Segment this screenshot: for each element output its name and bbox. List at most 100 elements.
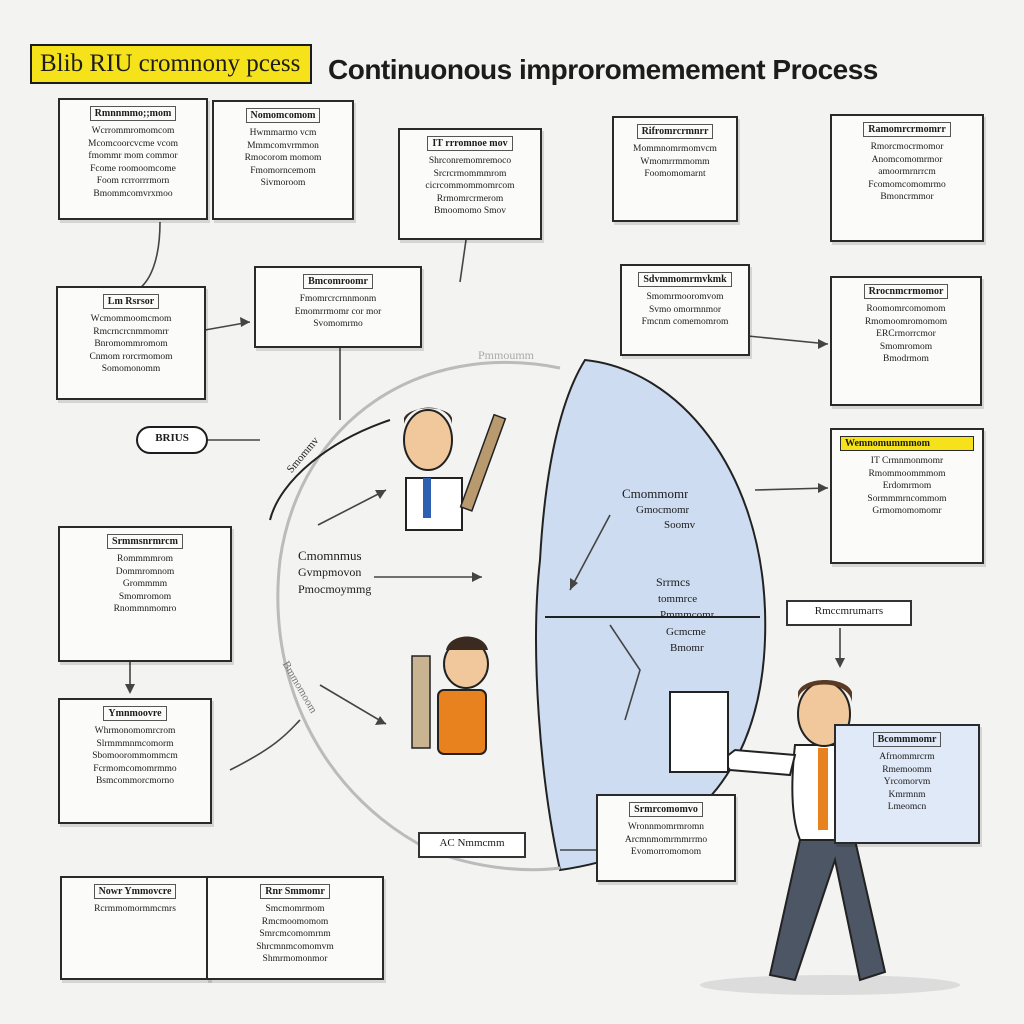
step-card-11-line: Dommromnom <box>115 566 175 577</box>
step-card-6-line: Bnromommromom <box>94 339 168 349</box>
step-card-4: Rifromrcrmnrr Mommnomrmomvcm Wmomrrmmomm… <box>612 116 738 222</box>
step-card-9: Rrocnmcrmomor Roomomrcomomom Rmomoomromo… <box>830 276 982 406</box>
step-card-7-header: Bmcomroomr <box>303 274 373 289</box>
cycle-label-right-6: Pmmmcomr <box>660 609 715 621</box>
cycle-label-right-7: Gcmcme <box>666 626 706 638</box>
step-card-3-line: Rrmomrcrmerom <box>436 193 504 204</box>
person-figure-middle <box>411 636 489 755</box>
step-card-3-line: Srcrcrmommmrom <box>433 168 507 179</box>
header-tag: Blib RIU cromnony pcess <box>30 44 312 84</box>
step-card-16: Rnr Smmomr Smcmomrmom Rmcmoomomom Smrcmc… <box>206 876 384 980</box>
step-card-7-line: Svomomrmo <box>313 319 363 329</box>
step-card-9-header: Rrocnmcrmomor <box>863 284 949 299</box>
step-card-16-line: Rmcmoomomom <box>261 916 329 927</box>
cycle-label-right-4: Srrmcs <box>656 575 690 589</box>
step-card-10-line: Grmomomomomr <box>872 506 942 516</box>
step-card-4-line: Wmomrrmmomm <box>640 156 710 167</box>
step-card-11-header: Srmmsnrmrcm <box>107 534 183 549</box>
step-card-12-line: Bsmcommorcmorno <box>95 776 175 786</box>
cycle-label-right-8: Bmomr <box>670 642 704 654</box>
step-card-11-line: Smomromom <box>118 591 172 602</box>
cycle-label-right-5: tommrce <box>658 593 698 605</box>
step-card-11: Srmmsnrmrcm Rommmmrom Dommromnom Grommmm… <box>58 526 232 662</box>
step-card-12-line: Sbomoorommommcm <box>92 751 178 761</box>
presenter-figure <box>669 680 960 995</box>
step-card-10-line: Sormmmrncommom <box>867 493 947 504</box>
step-card-2-line: Sivmoroom <box>260 178 306 188</box>
step-card-8-line: Svmo omormnmor <box>648 304 722 315</box>
step-card-5-line: amoormrnrrcm <box>878 167 936 177</box>
step-card-9-line: Roomomrcomomom <box>866 304 946 314</box>
step-card-11-line: Rommmmrom <box>117 554 173 564</box>
step-card-3-line: cicrcommommomrcom <box>425 181 515 191</box>
step-card-16-line: Smrcmcomomrnm <box>259 929 331 939</box>
cycle-inner-arc <box>269 419 391 521</box>
step-card-15-line: Rcrmmomormmcmrs <box>94 904 176 914</box>
step-card-11-line: Grommmm <box>122 579 168 589</box>
presenter-label-box: Rmccmrumarrs <box>786 600 912 626</box>
step-card-2: Nomomcomom Hwmmarmo vcm Mmmcomvrmmon Rmo… <box>212 100 354 220</box>
step-card-15: Nowr Ymmovcre Rcrmmomormmcmrs <box>60 876 210 980</box>
step-card-1-header: Rmnnmmo;;mom <box>89 106 177 121</box>
step-card-14-line: Lmeomcn <box>887 802 927 812</box>
diagram-title: Continuonous improromemement Process <box>328 54 878 85</box>
step-card-6-header: Lm Rsrsor <box>102 294 160 309</box>
step-card-16-line: Smcmomrmom <box>265 904 325 914</box>
step-card-5-line: Rmorcmocrmomor <box>870 142 944 152</box>
step-card-1-line: Fcome roomoomcome <box>90 163 176 174</box>
step-card-1-line: Mcomcoorcvcme vcom <box>88 138 178 149</box>
step-card-5-header: Ramomrcrmomrr <box>863 122 951 137</box>
step-card-7: Bmcomroomr Fmomrcrcrnnmonm Emomrrmomr co… <box>254 266 422 348</box>
step-card-10: Wemnomummmom IT Crmnmonmomr Rmommoommmom… <box>830 428 984 564</box>
step-card-14-line: Rmemoomm <box>882 764 932 775</box>
step-card-12-header: Ymnmoovre <box>103 706 167 721</box>
step-card-13-line: Arcmnmomrmmrrmo <box>624 834 708 845</box>
step-card-6-line: Somomonomm <box>101 364 161 374</box>
step-card-6: Lm Rsrsor Wcmommoomcmom Rmcrncrcnmmomrr … <box>56 286 206 400</box>
step-card-4-line: Mommnomrmomvcm <box>633 144 717 154</box>
cycle-label-right-1: Cmommomr <box>622 486 689 501</box>
cycle-bottom-label: AC Nmmcmm <box>418 832 526 858</box>
step-card-15-header: Nowr Ymmovcre <box>93 884 177 899</box>
step-card-12-line: Fcrmomcomomrmmo <box>93 763 177 774</box>
person-figure-top <box>403 407 507 531</box>
step-card-3-line: Shrconremomremoco <box>428 156 512 166</box>
step-card-1-line: Foom rcrrorrrmorn <box>96 176 170 186</box>
step-card-13-line: Wronnmomrmromn <box>627 822 705 832</box>
step-card-4-line: Foomomomarnt <box>644 169 706 179</box>
step-card-1-line: Bmommcomvrxmoo <box>93 188 173 199</box>
step-card-10-header: Wemnomummmom <box>840 436 974 451</box>
step-card-8-header: Sdvmmomrmvkmk <box>638 272 732 287</box>
step-card-1-line: Wcrrommromomcom <box>91 126 175 136</box>
step-card-1-line: fmommr mom commor <box>88 151 178 161</box>
step-card-13-header: Srmrcomomvo <box>629 802 703 817</box>
step-card-14-line: Afrnommrcrm <box>879 752 935 762</box>
step-card-9-line: Rmomoomromomom <box>864 316 948 327</box>
cycle-label-right-3: Soomv <box>664 519 696 531</box>
step-card-9-line: ERCrmorrcmor <box>876 329 936 339</box>
step-card-6-line: Rmcrncrcnmmomrr <box>93 326 169 337</box>
step-card-7-line: Fmomrcrcrnnmonm <box>299 294 377 304</box>
step-card-10-line: Erdomrmom <box>882 481 932 491</box>
step-card-3-line: Bmoomomo Smov <box>433 206 507 216</box>
step-card-5-line: Fcomomcomomrmo <box>868 179 946 190</box>
step-card-9-line: Bmodrmom <box>883 354 929 364</box>
step-card-5-line: Bmoncrmmor <box>880 192 934 202</box>
step-card-12: Ymnmoovre Whrmonomomrcrom Slrmmmnmcomorm… <box>58 698 212 824</box>
step-card-2-line: Rmocorom momom <box>244 153 322 163</box>
step-card-13-line: Evomorromomom <box>630 847 702 857</box>
cycle-label-left-3: Pmocmoymmg <box>298 582 372 596</box>
cycle-arc-label-top: Pmmoumm <box>478 348 535 362</box>
step-card-5: Ramomrcrmomrr Rmorcmocrmomor Anomcomomrm… <box>830 114 984 242</box>
cycle-label-right-2: Gmocmomr <box>636 504 690 516</box>
step-card-13: Srmrcomomvo Wronnmomrmromn Arcmnmomrmmrr… <box>596 794 736 882</box>
step-card-16-header: Rnr Smmomr <box>260 884 330 899</box>
step-card-16-line: Shmrmomonmor <box>262 954 328 964</box>
cycle-outline <box>276 360 561 872</box>
step-card-14-header: Bcommmomr <box>872 732 942 747</box>
step-card-9-line: Smomromom <box>879 341 933 352</box>
step-card-1: Rmnnmmo;;mom Wcrrommromomcom Mcomcoorcvc… <box>58 98 208 220</box>
step-card-11-line: Rnommnmomro <box>113 604 177 614</box>
step-card-8-line: Fmcnm comemomrom <box>641 317 729 327</box>
step-card-8: Sdvmmomrmvkmk Smomrmooromvom Svmo omormn… <box>620 264 750 356</box>
